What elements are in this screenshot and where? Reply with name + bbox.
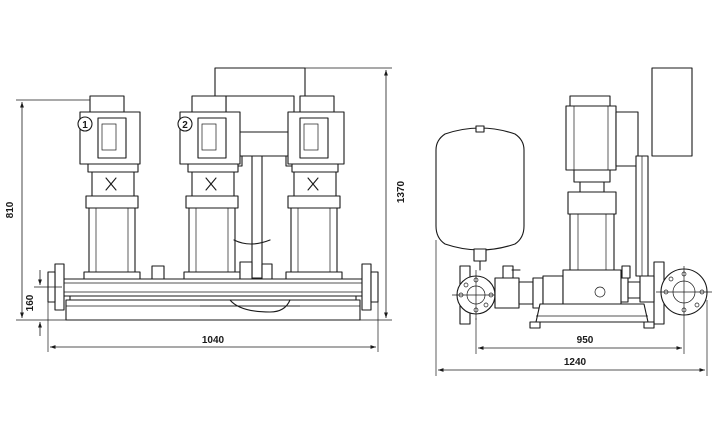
side-pump	[562, 95, 639, 305]
side-control-cabinet	[635, 67, 693, 277]
dim-1240: 1240	[435, 240, 708, 376]
pump-1: 1	[77, 95, 141, 280]
dim-160: 160	[25, 270, 62, 336]
dim-label-810: 810	[5, 201, 16, 218]
side-view: 950 1240	[435, 67, 712, 376]
inlet-flange	[452, 265, 500, 325]
pump-3	[285, 95, 345, 280]
dim-1370: 1370	[305, 67, 407, 321]
dim-label-1240: 1240	[564, 357, 587, 368]
dim-950: 950	[475, 318, 685, 354]
dim-label-950: 950	[577, 335, 594, 346]
front-view: 1 2	[5, 67, 407, 352]
manifold-fittings	[151, 239, 273, 280]
pump-number-2: 2	[182, 120, 188, 131]
dim-label-160: 160	[25, 294, 36, 311]
dim-1040: 1040	[47, 302, 379, 352]
pressure-tank	[435, 125, 525, 271]
dim-label-1370: 1370	[396, 180, 407, 203]
pump-2: 2	[177, 95, 241, 280]
pump-number-1: 1	[82, 120, 88, 131]
outlet-flange	[653, 261, 712, 325]
base-frame	[65, 295, 361, 321]
dim-810: 810	[5, 99, 90, 321]
dim-label-1040: 1040	[202, 335, 225, 346]
side-base-frame	[529, 303, 655, 329]
